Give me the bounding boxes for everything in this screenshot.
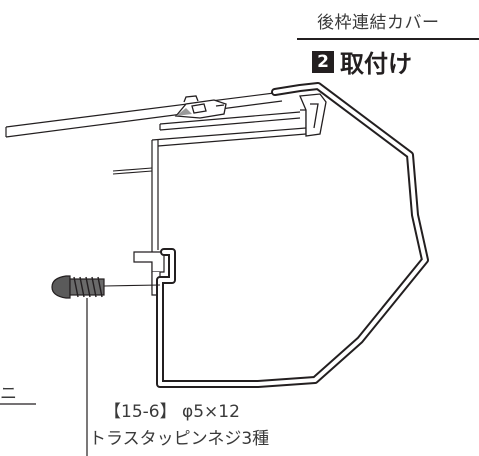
frame-rail [5,91,283,138]
screw-spec-label: 【15-6】 φ5×12 [104,402,240,422]
bracket-shadow [176,108,192,116]
section-label: 後枠連結カバー [317,13,440,33]
partial-callout-text: ニ [0,384,17,404]
screw-name-label: トラスタッピンネジ3種 [89,429,270,449]
rod [112,167,153,175]
step-number-badge: 2 [312,50,334,73]
screw [51,275,105,299]
step-heading: 2 取付け [312,44,412,79]
step-title: 取付け [340,50,412,78]
alignment-line [103,284,161,287]
screw-threads [73,276,103,298]
connection-cover-inner [158,84,427,386]
connection-cover-outer [156,82,429,388]
cover-lip [299,93,327,137]
screw-head [51,275,71,299]
section-divider [297,38,479,40]
